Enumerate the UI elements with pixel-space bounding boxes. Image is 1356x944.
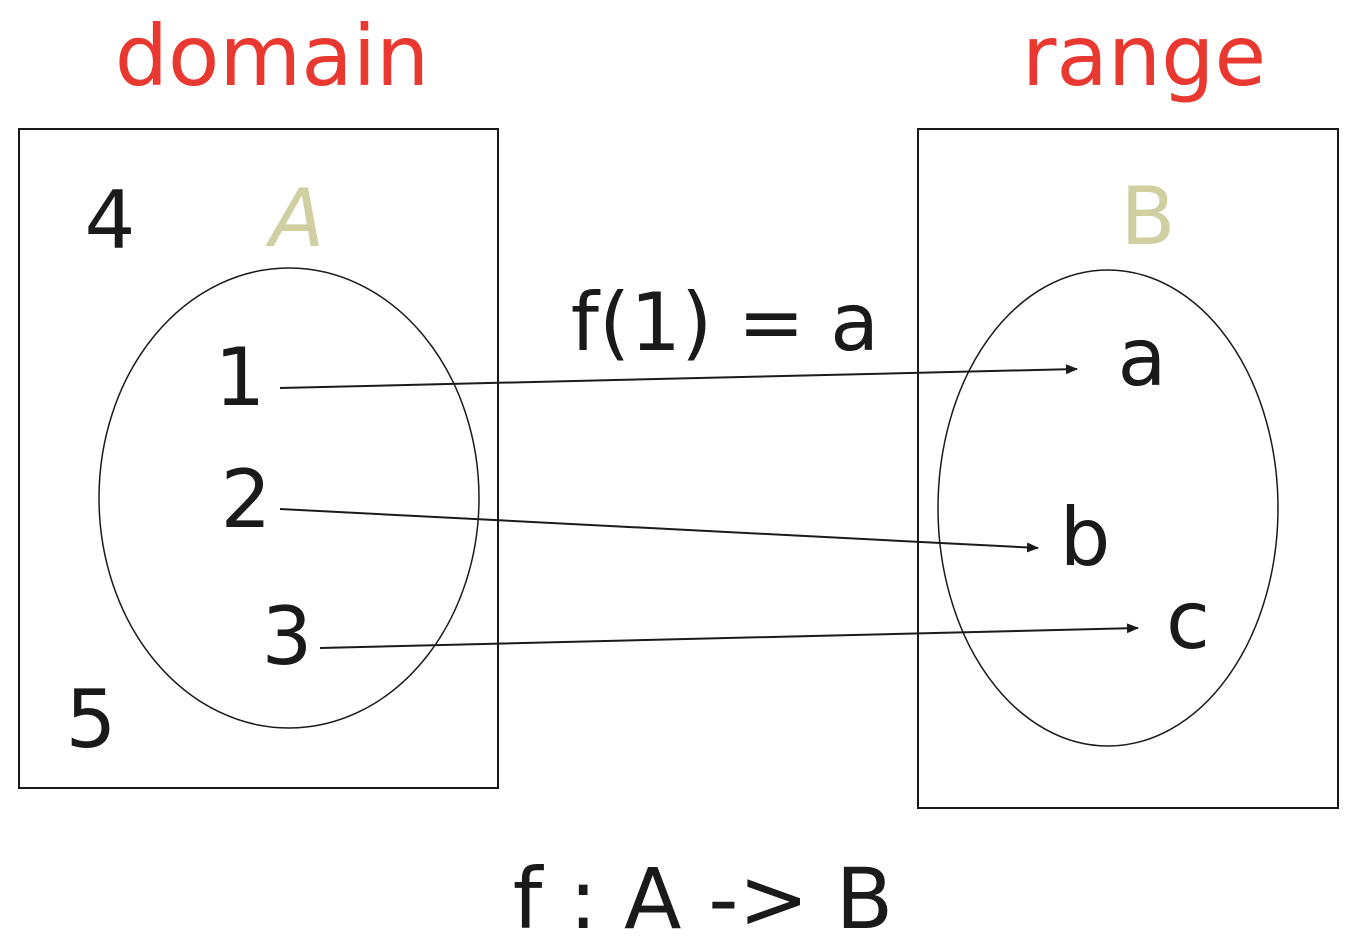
range-box <box>917 128 1339 809</box>
range-element: b <box>1060 491 1111 584</box>
domain-element-outside: 4 <box>85 174 136 267</box>
mapping-arrow <box>279 508 1039 553</box>
domain-element-outside: 5 <box>66 673 117 766</box>
set-b-ellipse <box>937 269 1279 747</box>
domain-box <box>18 128 499 789</box>
mapping-example-label: f(1) = a <box>571 276 879 369</box>
domain-heading: domain <box>115 7 430 105</box>
domain-element: 1 <box>215 331 266 424</box>
range-element: a <box>1117 311 1166 404</box>
function-signature: f : A -> B <box>513 850 893 944</box>
range-heading: range <box>1022 7 1266 105</box>
mapping-arrow <box>319 623 1139 649</box>
range-element: c <box>1166 574 1210 667</box>
mapping-arrow <box>279 364 1078 389</box>
set-b-label: B <box>1121 170 1176 263</box>
set-a-label: A <box>265 172 325 265</box>
domain-element: 2 <box>221 453 272 546</box>
set-a-ellipse <box>98 267 480 729</box>
domain-element: 3 <box>262 590 313 683</box>
